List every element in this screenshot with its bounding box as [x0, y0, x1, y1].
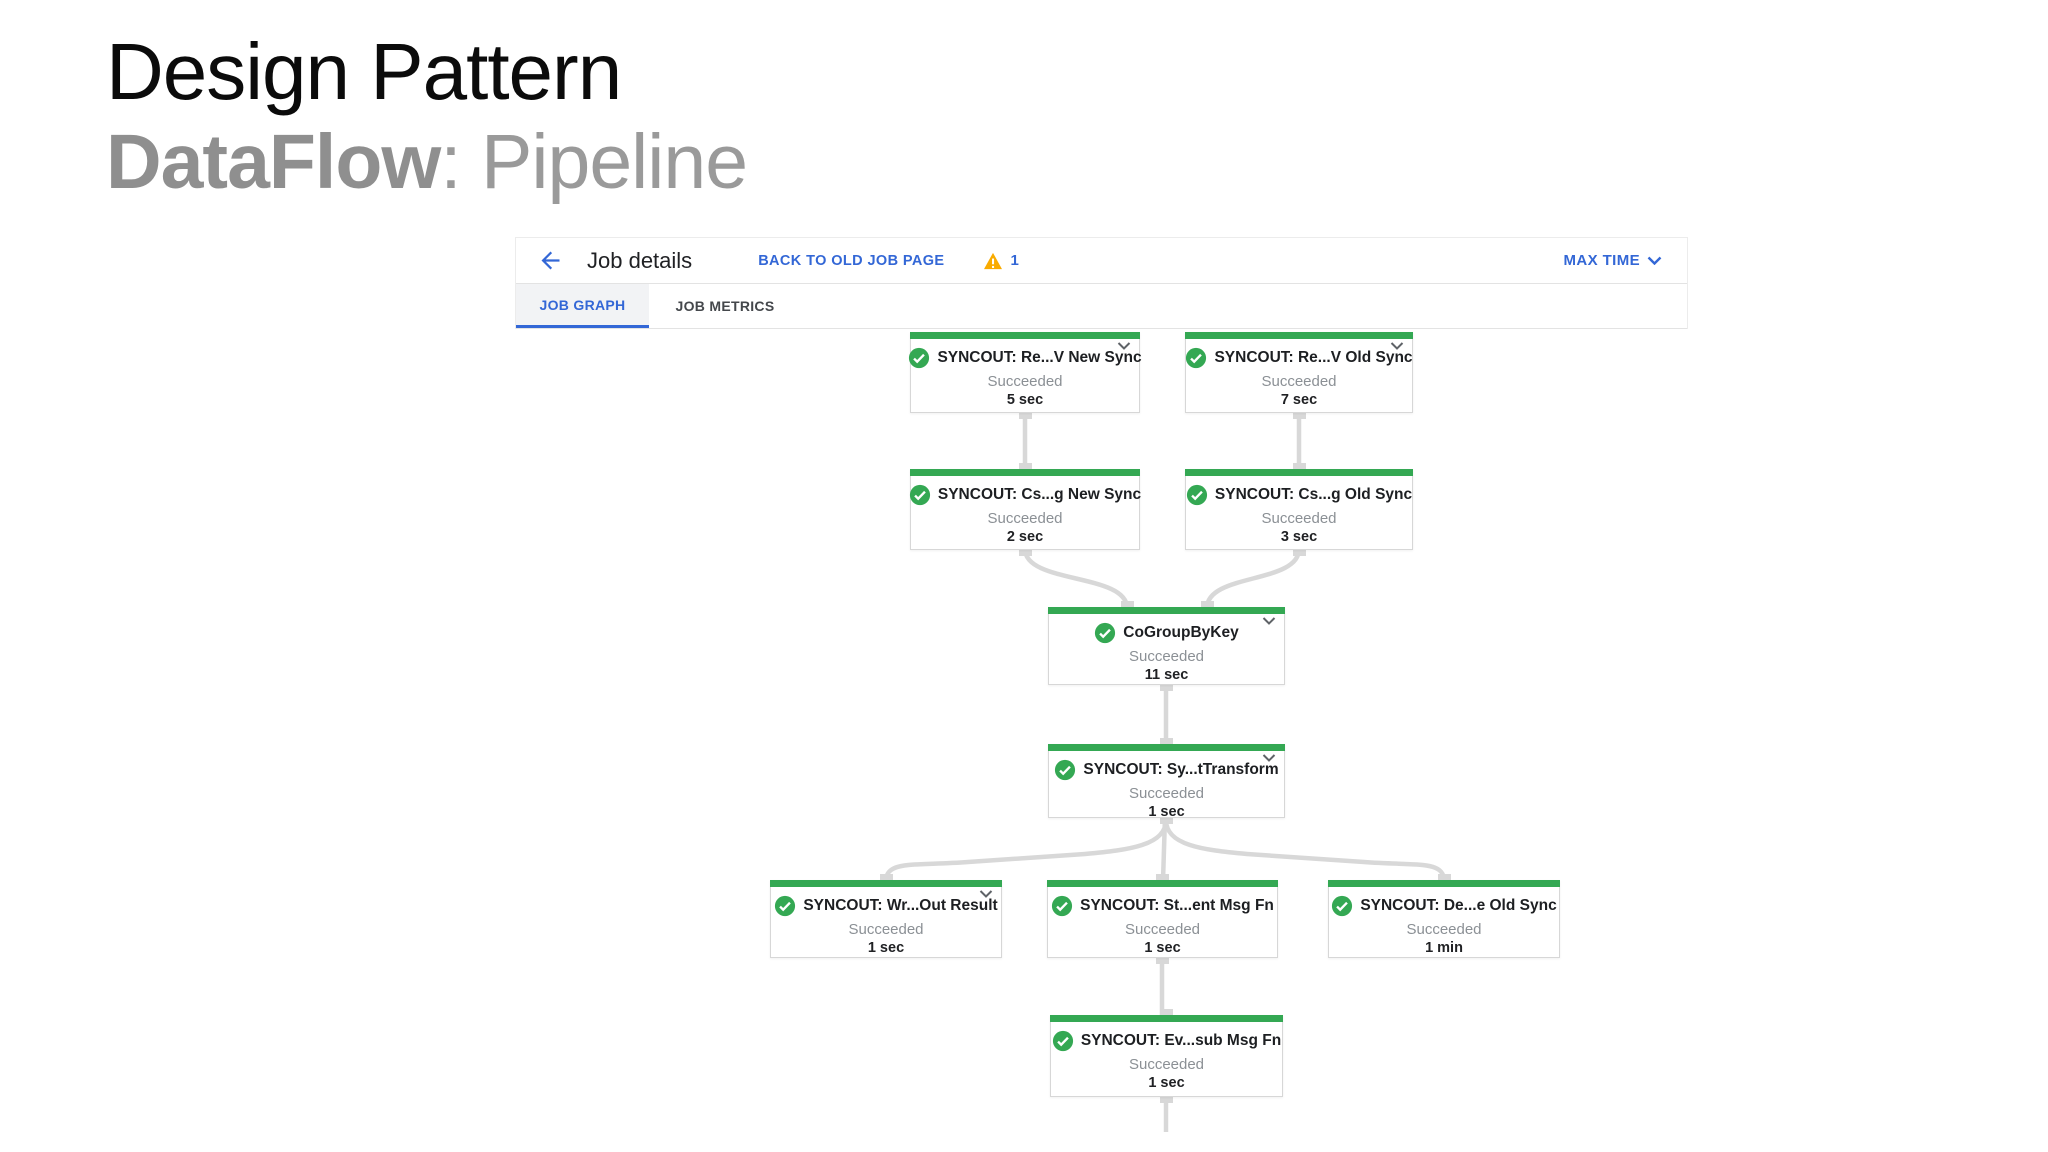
node-title: SYNCOUT: Sy...tTransform	[1083, 761, 1279, 778]
check-circle-icon	[1094, 622, 1116, 644]
chevron-down-icon	[1647, 256, 1662, 265]
node-title: SYNCOUT: Re...V New Sync	[937, 349, 1142, 366]
chevron-down-icon[interactable]	[1390, 342, 1404, 350]
node-duration: 1 min	[1425, 940, 1463, 956]
job-details-panel: Job details BACK TO OLD JOB PAGE 1 MAX T…	[515, 237, 1688, 329]
pipeline-step-node[interactable]: SYNCOUT: De...e Old Sync Succeeded 1 min	[1328, 880, 1560, 958]
node-title: SYNCOUT: De...e Old Sync	[1360, 897, 1557, 914]
check-circle-icon	[1051, 895, 1073, 917]
node-success-bar	[910, 332, 1140, 339]
chevron-down-icon[interactable]	[1262, 617, 1276, 625]
max-time-dropdown[interactable]: MAX TIME	[1563, 252, 1669, 269]
node-duration: 2 sec	[1006, 529, 1044, 545]
check-circle-icon	[1052, 1030, 1074, 1052]
node-duration: 3 sec	[1280, 529, 1318, 545]
chevron-down-icon[interactable]	[979, 890, 993, 898]
node-status: Succeeded	[848, 921, 924, 938]
node-success-bar	[770, 880, 1002, 887]
check-circle-icon	[774, 895, 796, 917]
tab-bar: JOB GRAPH JOB METRICS	[516, 284, 1687, 329]
pipeline-step-node[interactable]: SYNCOUT: Sy...tTransform Succeeded 1 sec	[1048, 744, 1285, 820]
pipeline-step-node[interactable]: SYNCOUT: Ev...sub Msg Fn Succeeded 1 sec	[1050, 1015, 1283, 1097]
node-success-bar	[1050, 1015, 1283, 1022]
node-duration: 11 sec	[1144, 667, 1189, 683]
node-status: Succeeded	[1128, 1056, 1205, 1073]
node-success-bar	[1185, 469, 1413, 476]
arrow-back-icon	[537, 247, 564, 274]
warning-triangle-icon	[983, 252, 1003, 270]
pipeline-step-node[interactable]: CoGroupByKey Succeeded 11 sec	[1048, 607, 1285, 685]
pipeline-step-node[interactable]: SYNCOUT: Wr...Out Result Succeeded 1 sec	[770, 880, 1002, 958]
check-circle-icon	[1186, 484, 1208, 506]
pipeline-step-node[interactable]: SYNCOUT: Cs...g New Sync Succeeded 2 sec	[909, 469, 1142, 550]
node-title: SYNCOUT: Cs...g New Sync	[937, 486, 1142, 503]
slide-subtitle-bold: DataFlow	[106, 118, 441, 205]
node-status: Succeeded	[1124, 921, 1201, 938]
slide-title: Design Pattern	[106, 27, 622, 116]
node-success-bar	[1185, 332, 1413, 339]
back-button[interactable]	[537, 247, 564, 274]
node-duration: 7 sec	[1280, 392, 1318, 408]
pipeline-step-node[interactable]: SYNCOUT: Re...V Old Sync Succeeded 7 sec	[1185, 332, 1413, 413]
slide-subtitle-rest: : Pipeline	[440, 118, 748, 205]
node-status: Succeeded	[987, 373, 1063, 390]
pipeline-step-node[interactable]: SYNCOUT: St...ent Msg Fn Succeeded 1 sec	[1047, 880, 1278, 958]
node-duration: 1 sec	[1148, 804, 1185, 820]
node-status: Succeeded	[1261, 373, 1337, 390]
pipeline-step-node[interactable]: SYNCOUT: Cs...g Old Sync Succeeded 3 sec	[1185, 469, 1413, 550]
node-success-bar	[910, 469, 1140, 476]
node-title: CoGroupByKey	[1123, 624, 1239, 641]
slide-title-block: Design Pattern DataFlow: Pipeline	[106, 26, 748, 205]
node-duration: 1 sec	[1144, 940, 1181, 956]
node-status: Succeeded	[1128, 648, 1205, 665]
node-duration: 1 sec	[867, 940, 905, 956]
chevron-down-icon[interactable]	[1117, 342, 1131, 350]
check-circle-icon	[909, 484, 931, 506]
warning-count: 1	[1010, 252, 1019, 269]
check-circle-icon	[1054, 759, 1076, 781]
chevron-down-icon[interactable]	[1262, 754, 1276, 762]
slide-subtitle: DataFlow: Pipeline	[106, 118, 748, 205]
node-title: SYNCOUT: Ev...sub Msg Fn	[1080, 1032, 1282, 1049]
node-title: SYNCOUT: Cs...g Old Sync	[1214, 486, 1413, 503]
node-status: Succeeded	[1406, 921, 1482, 938]
pipeline-step-node[interactable]: SYNCOUT: Re...V New Sync Succeeded 5 sec	[908, 332, 1142, 413]
node-success-bar	[1047, 880, 1278, 887]
node-status: Succeeded	[1128, 785, 1205, 802]
back-to-old-job-page-link[interactable]: BACK TO OLD JOB PAGE	[758, 252, 945, 269]
check-circle-icon	[908, 347, 930, 369]
node-duration: 1 sec	[1148, 1075, 1185, 1091]
tab-job-graph[interactable]: JOB GRAPH	[516, 284, 649, 328]
node-success-bar	[1048, 744, 1285, 751]
max-time-label: MAX TIME	[1563, 252, 1640, 269]
node-status: Succeeded	[1261, 510, 1337, 527]
node-success-bar	[1048, 607, 1285, 614]
job-details-header: Job details BACK TO OLD JOB PAGE 1 MAX T…	[516, 238, 1687, 284]
warnings-indicator[interactable]: 1	[983, 252, 1019, 270]
node-title: SYNCOUT: St...ent Msg Fn	[1080, 897, 1274, 914]
node-status: Succeeded	[987, 510, 1063, 527]
node-title: SYNCOUT: Wr...Out Result	[803, 897, 998, 914]
page-title: Job details	[587, 247, 693, 273]
check-circle-icon	[1331, 895, 1353, 917]
tab-job-metrics[interactable]: JOB METRICS	[675, 298, 775, 314]
node-title: SYNCOUT: Re...V Old Sync	[1214, 349, 1413, 366]
check-circle-icon	[1185, 347, 1207, 369]
node-duration: 5 sec	[1006, 392, 1044, 408]
node-success-bar	[1328, 880, 1560, 887]
